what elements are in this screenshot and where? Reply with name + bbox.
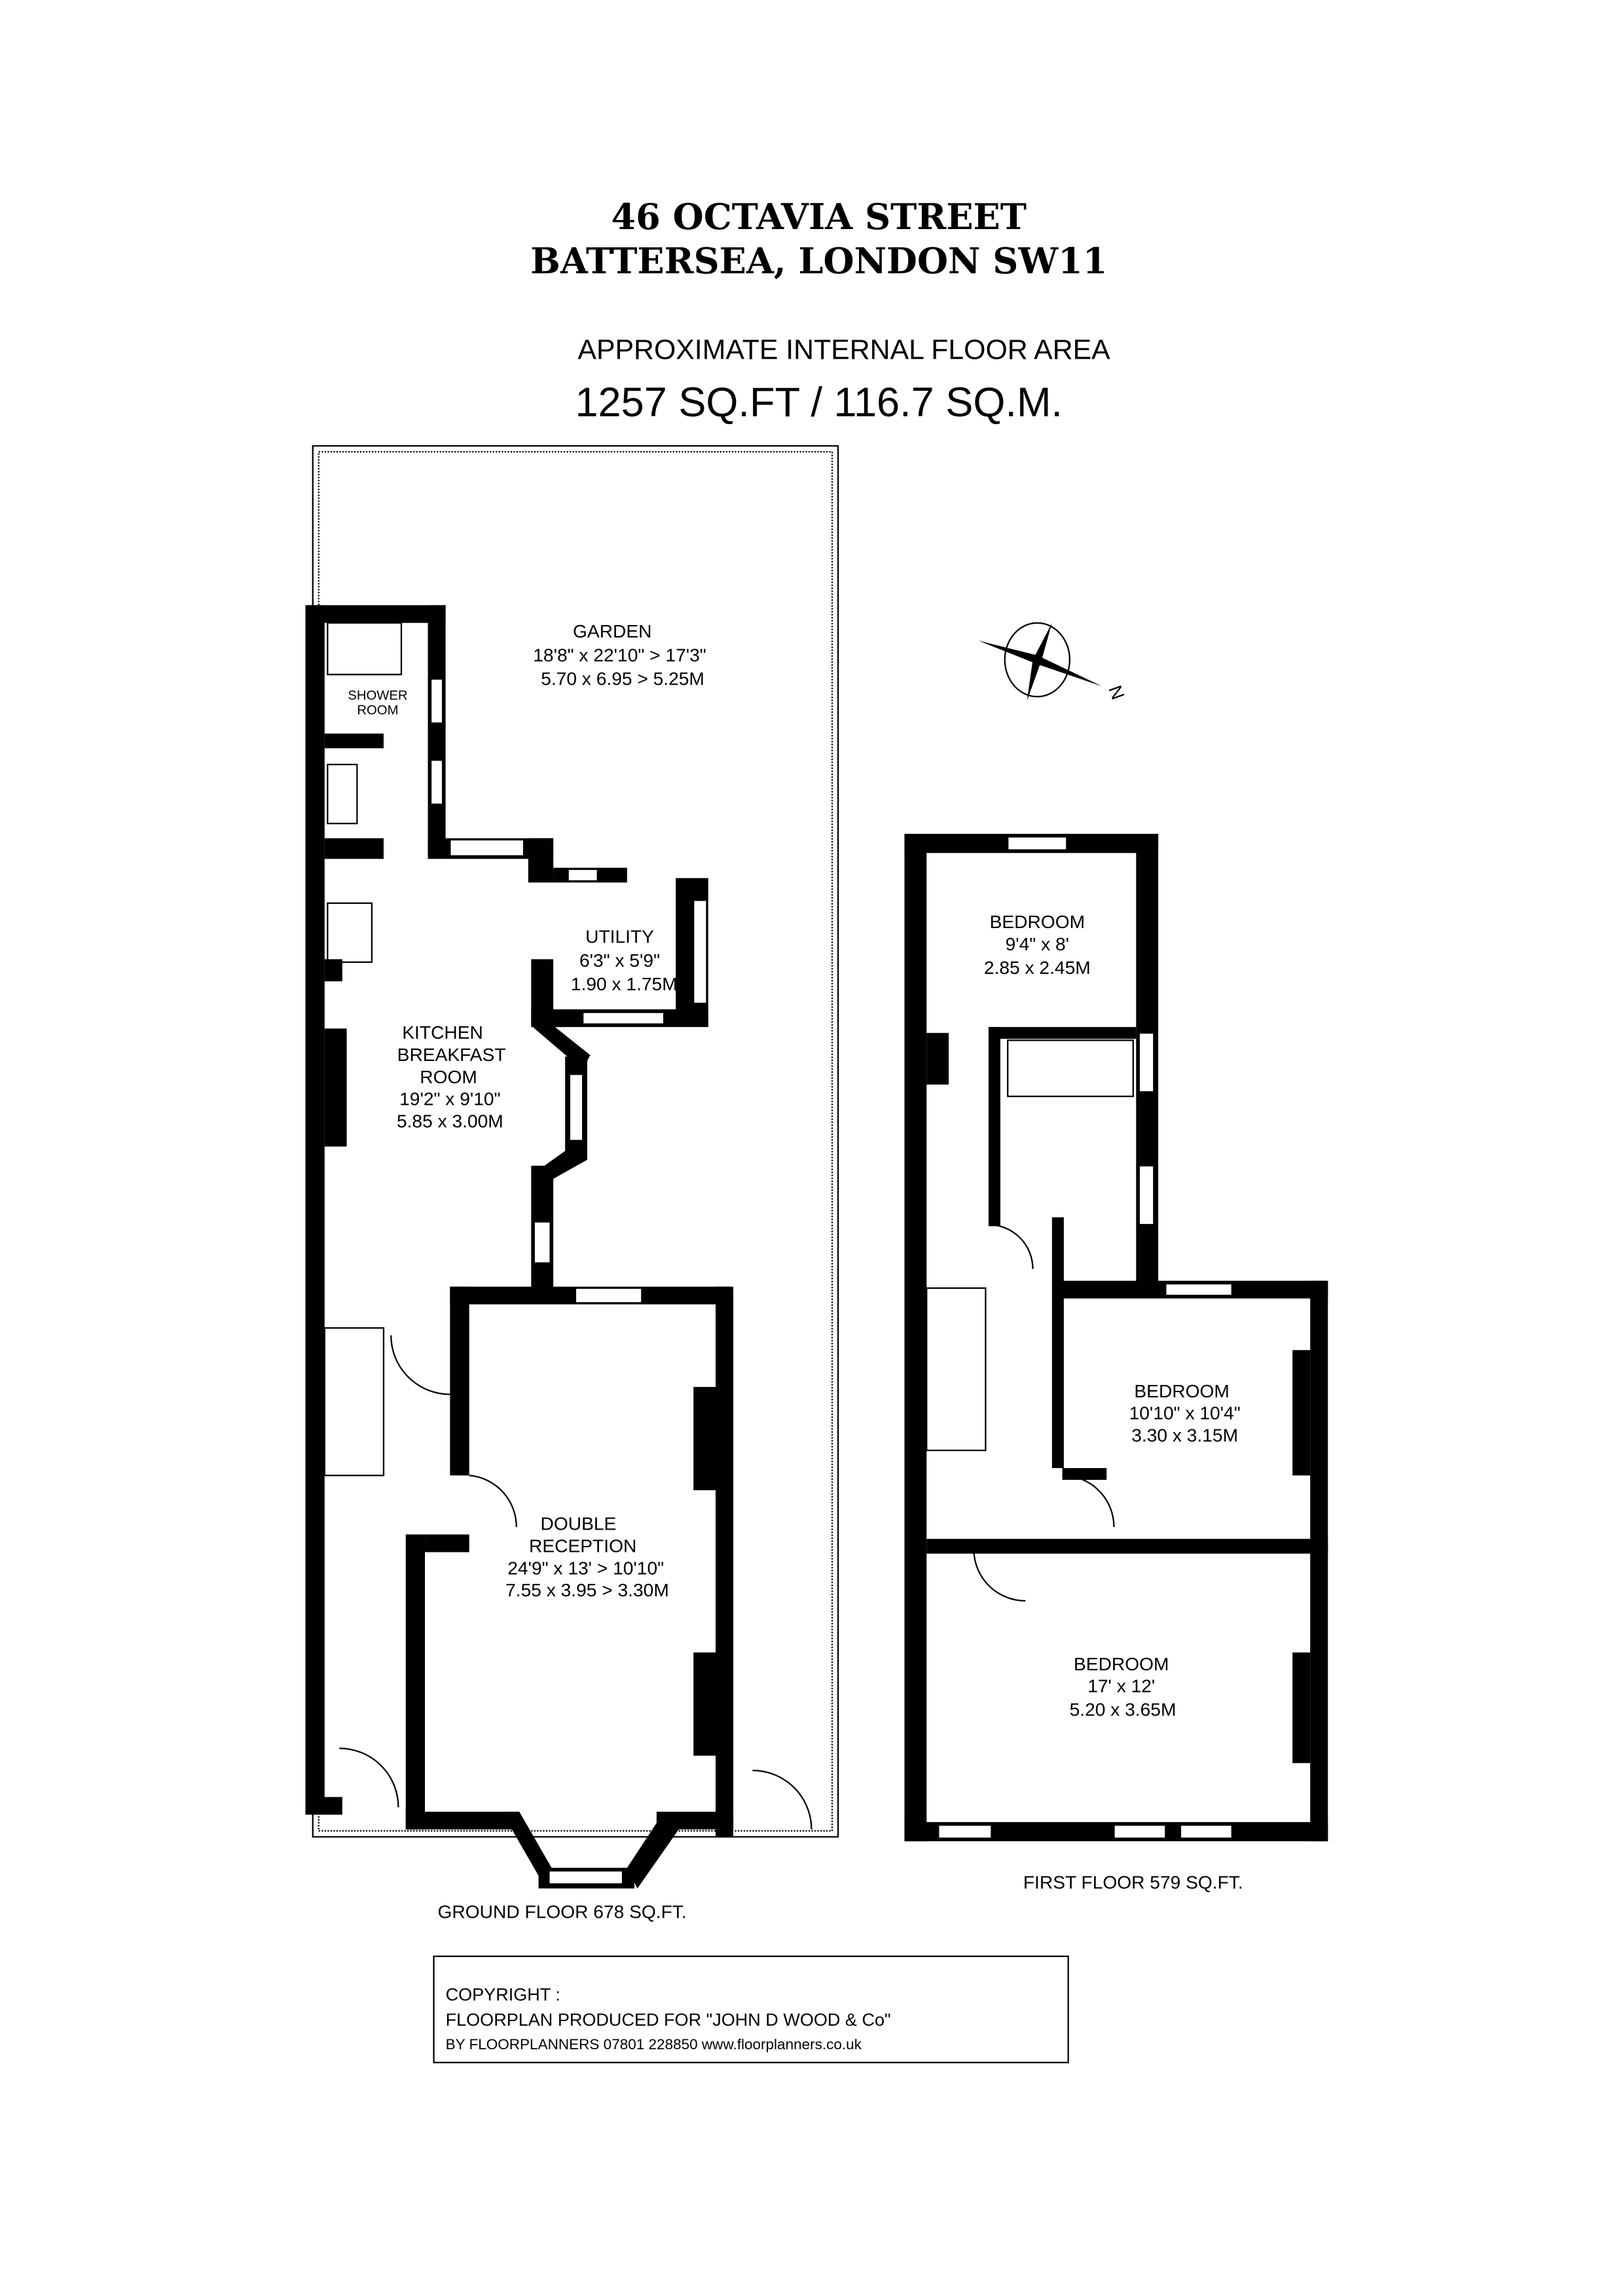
room-bedroom-1: BEDROOM 9'4" x 8' 2.85 x 2.45M — [984, 911, 1091, 978]
room-name-2: ROOM — [357, 703, 398, 717]
area-caption: APPROXIMATE INTERNAL FLOOR AREA — [577, 334, 1110, 365]
room-metric: 7.55 x 3.95 > 3.30M — [505, 1579, 669, 1600]
ground-floor-plan — [305, 605, 812, 1889]
room-metric: 2.85 x 2.45M — [984, 957, 1091, 978]
room-imperial: 17' x 12' — [1087, 1676, 1155, 1696]
room-name: GARDEN — [573, 620, 651, 641]
copyright-line-3: BY FLOORPLANNERS 07801 228850 www.floorp… — [446, 2036, 862, 2053]
room-name-2: RECEPTION — [529, 1535, 636, 1556]
address-line-1: 46 OCTAVIA STREET — [611, 196, 1027, 238]
room-imperial: 10'10" x 10'4" — [1129, 1403, 1241, 1424]
room-name: BEDROOM — [1134, 1380, 1229, 1401]
room-name: DOUBLE — [541, 1513, 617, 1534]
room-metric: 5.20 x 3.65M — [1070, 1699, 1176, 1720]
room-name: SHOWER — [348, 689, 407, 703]
room-bedroom-2: BEDROOM 10'10" x 10'4" 3.30 x 3.15M — [1129, 1380, 1241, 1446]
room-metric: 5.85 x 3.00M — [397, 1110, 503, 1131]
first-floor-caption: FIRST FLOOR 579 SQ.FT. — [1023, 1871, 1243, 1892]
room-imperial: 18'8" x 22'10" > 17'3" — [533, 644, 706, 665]
room-imperial: 6'3" x 5'9" — [579, 950, 660, 971]
room-utility: UTILITY 6'3" x 5'9" 1.90 x 1.75M — [571, 926, 678, 994]
copyright-line-2: FLOORPLAN PRODUCED FOR "JOHN D WOOD & Co… — [446, 2010, 891, 2030]
room-name: KITCHEN — [402, 1022, 483, 1043]
first-floor-plan — [904, 833, 1328, 1842]
room-shower: SHOWER ROOM — [348, 689, 407, 718]
room-name: UTILITY — [585, 926, 654, 947]
room-garden: GARDEN 18'8" x 22'10" > 17'3" 5.70 x 6.9… — [533, 620, 706, 689]
copyright-box: COPYRIGHT : FLOORPLAN PRODUCED FOR "JOHN… — [433, 1955, 1069, 2064]
room-imperial: 24'9" x 13' > 10'10" — [507, 1557, 664, 1578]
compass-north-label: N — [1104, 683, 1129, 702]
area-value: 1257 SQ.FT / 116.7 SQ.M. — [575, 380, 1063, 425]
room-metric: 3.30 x 3.15M — [1131, 1424, 1238, 1445]
room-kitchen: KITCHEN BREAKFAST ROOM 19'2" x 9'10" 5.8… — [397, 1022, 506, 1131]
room-metric: 1.90 x 1.75M — [571, 973, 678, 994]
room-metric: 5.70 x 6.95 > 5.25M — [541, 668, 704, 689]
room-name: BEDROOM — [990, 911, 1085, 932]
ground-floor-caption: GROUND FLOOR 678 SQ.FT. — [438, 1901, 687, 1922]
room-name: BEDROOM — [1074, 1653, 1169, 1674]
room-bedroom-3: BEDROOM 17' x 12' 5.20 x 3.65M — [1070, 1653, 1176, 1720]
room-imperial: 9'4" x 8' — [1006, 933, 1069, 954]
room-name-3: ROOM — [420, 1066, 477, 1087]
room-name-2: BREAKFAST — [397, 1044, 506, 1065]
copyright-line-1: COPYRIGHT : — [446, 1985, 560, 2005]
room-imperial: 19'2" x 9'10" — [399, 1088, 500, 1109]
address-line-2: BATTERSEA, LONDON SW11 — [530, 240, 1107, 282]
compass-rose-icon: N — [978, 622, 1129, 702]
room-reception: DOUBLE RECEPTION 24'9" x 13' > 10'10" 7.… — [505, 1513, 669, 1600]
